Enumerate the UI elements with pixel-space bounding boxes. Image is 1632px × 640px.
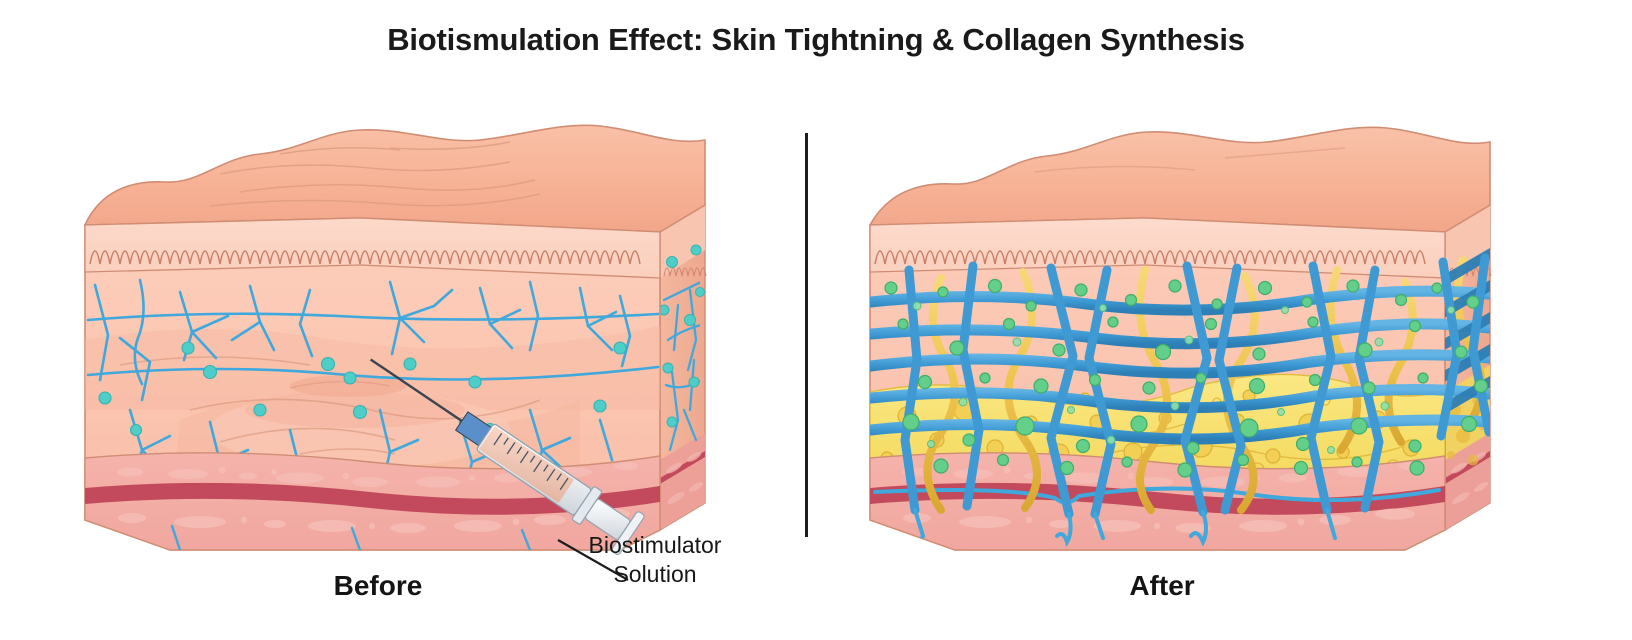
page-title: Biotismulation Effect: Skin Tightning & … xyxy=(387,22,1245,57)
syringe xyxy=(369,358,645,555)
before-surface-wrinkles xyxy=(209,141,541,207)
before-right-face xyxy=(658,203,707,532)
after-epidermis-surface xyxy=(868,126,1491,233)
needle-icon xyxy=(369,358,463,422)
after-rete-ridges xyxy=(874,250,1426,265)
before-right-fibroblasts xyxy=(658,244,705,428)
after-muscle-layers xyxy=(869,452,1446,551)
collagen-horizontal-fibers xyxy=(870,285,1490,445)
callout-leader-line xyxy=(557,539,629,581)
after-surface-wrinkles xyxy=(1034,147,1346,173)
fibroblasts-green xyxy=(884,278,1489,478)
caption-after: After xyxy=(1129,570,1195,601)
before-epidermis-surface xyxy=(83,124,706,233)
caption-before: Before xyxy=(333,570,423,601)
before-skin-block xyxy=(60,110,760,581)
callout-line-1: Biostimulator xyxy=(588,532,722,558)
syringe-plunger xyxy=(611,511,645,555)
syringe-graduations xyxy=(493,433,569,491)
biostimulator-callout-label: Biostimulator Solution xyxy=(560,531,750,590)
after-vessel-hooks xyxy=(913,508,1337,550)
collagen-vertical-fibers xyxy=(900,253,1490,519)
after-muscle-fibers xyxy=(902,462,1423,533)
callout-line-2: Solution xyxy=(613,561,697,588)
after-skin-block xyxy=(845,110,1545,560)
panel-divider xyxy=(805,133,808,537)
before-rete-ridges xyxy=(89,250,641,265)
